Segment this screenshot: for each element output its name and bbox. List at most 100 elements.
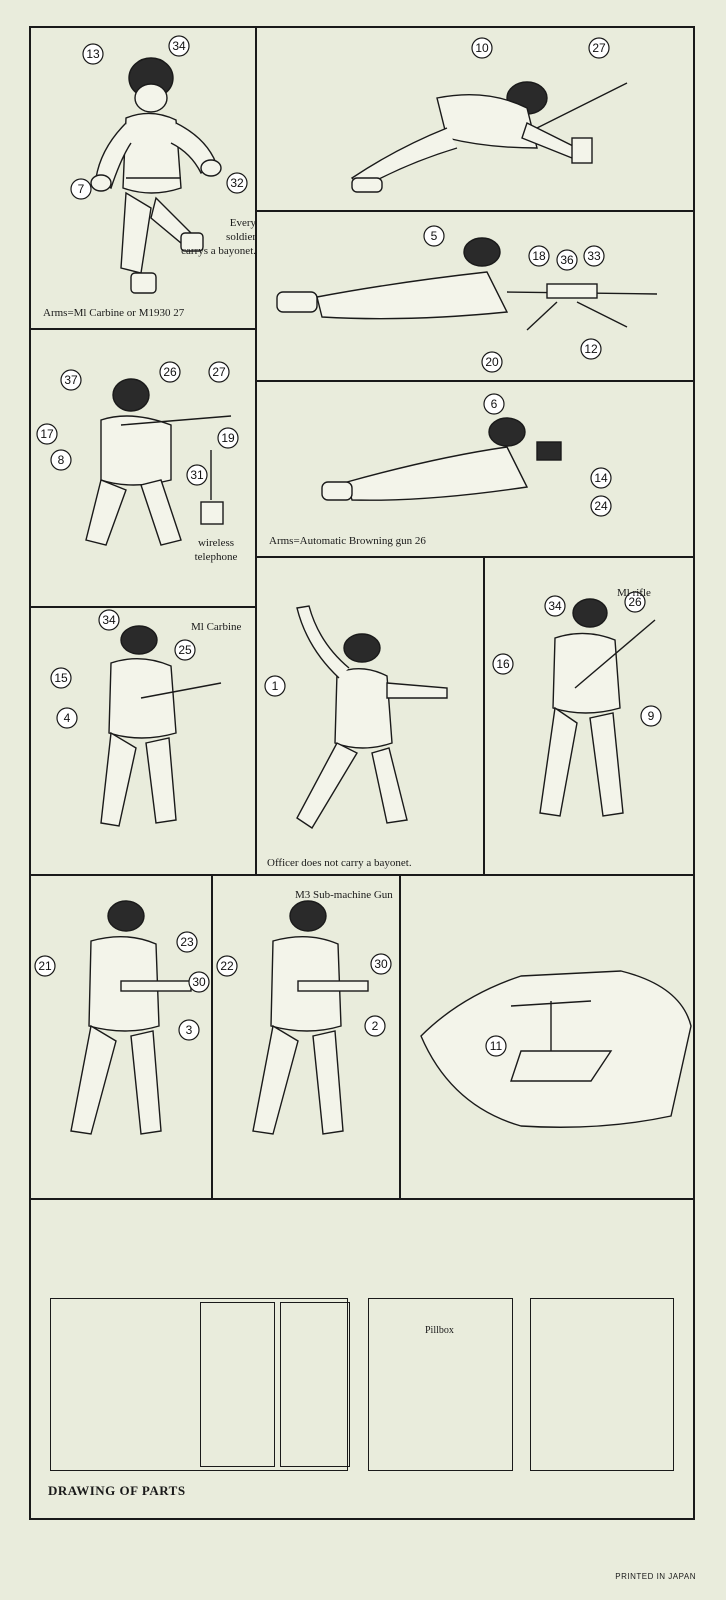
panel-smg-soldier-2: 22 30 2 M3 Sub-machine Gun — [211, 874, 401, 1200]
caption-arms-browning: Arms=Automatic Browning gun 26 — [269, 534, 426, 548]
callouts-panel-6: 34 25 15 4 — [50, 609, 196, 729]
caption-arms-browning-num: 26 — [414, 535, 426, 547]
caption-arms-browning-text: Arms=Automatic Browning gun — [269, 535, 413, 547]
callout-20-label: 20 — [485, 355, 499, 369]
callout-5 — [423, 225, 445, 247]
callouts-panel-9: 23 21 30 3 — [34, 931, 210, 1041]
callout-34-c-label: 34 — [548, 599, 562, 613]
caption-m3-smg: M3 Sub-machine Gun — [295, 889, 393, 901]
callout-27-label: 27 — [592, 41, 606, 55]
callouts-panel-7: 1 — [264, 675, 286, 697]
sprue-parts-right — [530, 1298, 674, 1471]
callout-30 — [188, 971, 210, 993]
callout-37-label: 37 — [64, 373, 78, 387]
caption-carbine: Ml Carbine — [191, 621, 242, 633]
callouts-panel-5: 6 14 24 — [483, 393, 612, 517]
callout-1-label: 1 — [272, 679, 279, 693]
callout-17-label: 17 — [40, 427, 54, 441]
callout-32 — [226, 172, 248, 194]
callout-20 — [481, 351, 503, 373]
callout-22 — [216, 955, 238, 977]
panel-running-soldier: 13 34 7 32 Every soldier carrys a bayone… — [29, 26, 257, 330]
caption-arms-carbine-num: 27 — [173, 307, 185, 319]
panel-machine-gunner: 5 18 36 33 20 12 — [255, 210, 695, 382]
rifle-soldier-illustration — [539, 598, 656, 817]
callout-11 — [485, 1035, 507, 1057]
callout-34-label: 34 — [172, 39, 186, 53]
callout-21-label: 21 — [38, 959, 52, 973]
callout-19-label: 19 — [221, 431, 235, 445]
callout-12 — [580, 338, 602, 360]
callout-36 — [556, 249, 578, 271]
callout-5-label: 5 — [431, 229, 438, 243]
printed-in-japan: PRINTED IN JAPAN — [615, 1572, 696, 1581]
callout-25 — [174, 639, 196, 661]
sprue-figures-mid — [200, 1302, 275, 1467]
callout-27-b — [208, 361, 230, 383]
panel-kneeling-rifleman: 37 26 27 17 19 8 31 wireless telephone — [29, 328, 257, 608]
callout-15 — [50, 667, 72, 689]
callouts-panel-11: 11 — [485, 1035, 507, 1057]
callout-4-label: 4 — [64, 711, 71, 725]
callouts-panel-2: 10 27 — [471, 37, 610, 59]
callout-24 — [590, 495, 612, 517]
callout-23-label: 23 — [180, 935, 194, 949]
callout-25-label: 25 — [178, 643, 192, 657]
callout-22-label: 22 — [220, 959, 234, 973]
callout-7-label: 7 — [78, 182, 85, 196]
callout-30-b-label: 30 — [374, 957, 388, 971]
callout-34-b — [98, 609, 120, 631]
callout-26-b-label: 26 — [628, 595, 642, 609]
callout-34-b-label: 34 — [102, 613, 116, 627]
callout-14 — [590, 467, 612, 489]
sprue-figures-left — [50, 1298, 348, 1471]
pillbox-assembly-illustration — [420, 970, 692, 1128]
callout-16-label: 16 — [496, 657, 510, 671]
callout-3-label: 3 — [186, 1023, 193, 1037]
callout-3 — [178, 1019, 200, 1041]
callout-23 — [176, 931, 198, 953]
callout-31 — [186, 464, 208, 486]
callout-24-label: 24 — [594, 499, 608, 513]
callout-8-label: 8 — [58, 453, 65, 467]
callouts-panel-4: 37 26 27 17 19 8 31 — [36, 361, 239, 486]
callout-33-label: 33 — [587, 249, 601, 263]
caption-officer: Officer does not carry a bayonet. — [267, 857, 412, 869]
parts-title: DRAWING OF PARTS — [48, 1483, 186, 1498]
caption-wireless-telephone: wireless telephone — [194, 537, 238, 563]
callouts-panel-3: 5 18 36 33 20 12 — [423, 225, 605, 373]
callout-11-label: 11 — [490, 1039, 503, 1053]
carbine-soldier-illustration — [100, 625, 222, 827]
callout-4 — [56, 707, 78, 729]
callout-10-label: 10 — [475, 41, 489, 55]
callout-17 — [36, 423, 58, 445]
panel-rifle-soldier: 34 26 16 9 Ml rifle — [483, 556, 695, 876]
callout-9-label: 9 — [648, 709, 655, 723]
smg-soldier-1-illustration — [70, 900, 192, 1135]
callout-34 — [168, 35, 190, 57]
pillbox-label: Pillbox — [425, 1325, 454, 1336]
callout-2 — [364, 1015, 386, 1037]
callout-6-label: 6 — [491, 397, 498, 411]
callout-14-label: 14 — [594, 471, 608, 485]
callout-13 — [82, 43, 104, 65]
callout-37 — [60, 369, 82, 391]
callout-26-b — [624, 591, 646, 613]
callouts-panel-8: 34 26 16 9 — [492, 591, 662, 727]
crawling-soldier-illustration — [350, 81, 628, 193]
callouts-panel-1: 13 34 7 32 — [70, 35, 248, 200]
callout-18 — [528, 245, 550, 267]
callout-1 — [264, 675, 286, 697]
machine-gunner-illustration — [276, 237, 658, 331]
callout-7 — [70, 178, 92, 200]
callout-36-label: 36 — [560, 253, 574, 267]
caption-arms-carbine-text: Arms=Ml Carbine or M1930 — [43, 307, 171, 319]
caption-arms-carbine: Arms=Ml Carbine or M1930 27 — [43, 306, 184, 320]
callout-30-label: 30 — [192, 975, 206, 989]
panel-smg-soldier-1: 23 21 30 3 — [29, 874, 213, 1200]
callout-8 — [50, 449, 72, 471]
prone-binoculars-illustration — [321, 417, 562, 501]
caption-rifle: Ml rifle — [617, 587, 651, 599]
caption-bayonet: Every soldier carrys a bayonet. — [181, 217, 256, 257]
callout-32-label: 32 — [230, 176, 244, 190]
